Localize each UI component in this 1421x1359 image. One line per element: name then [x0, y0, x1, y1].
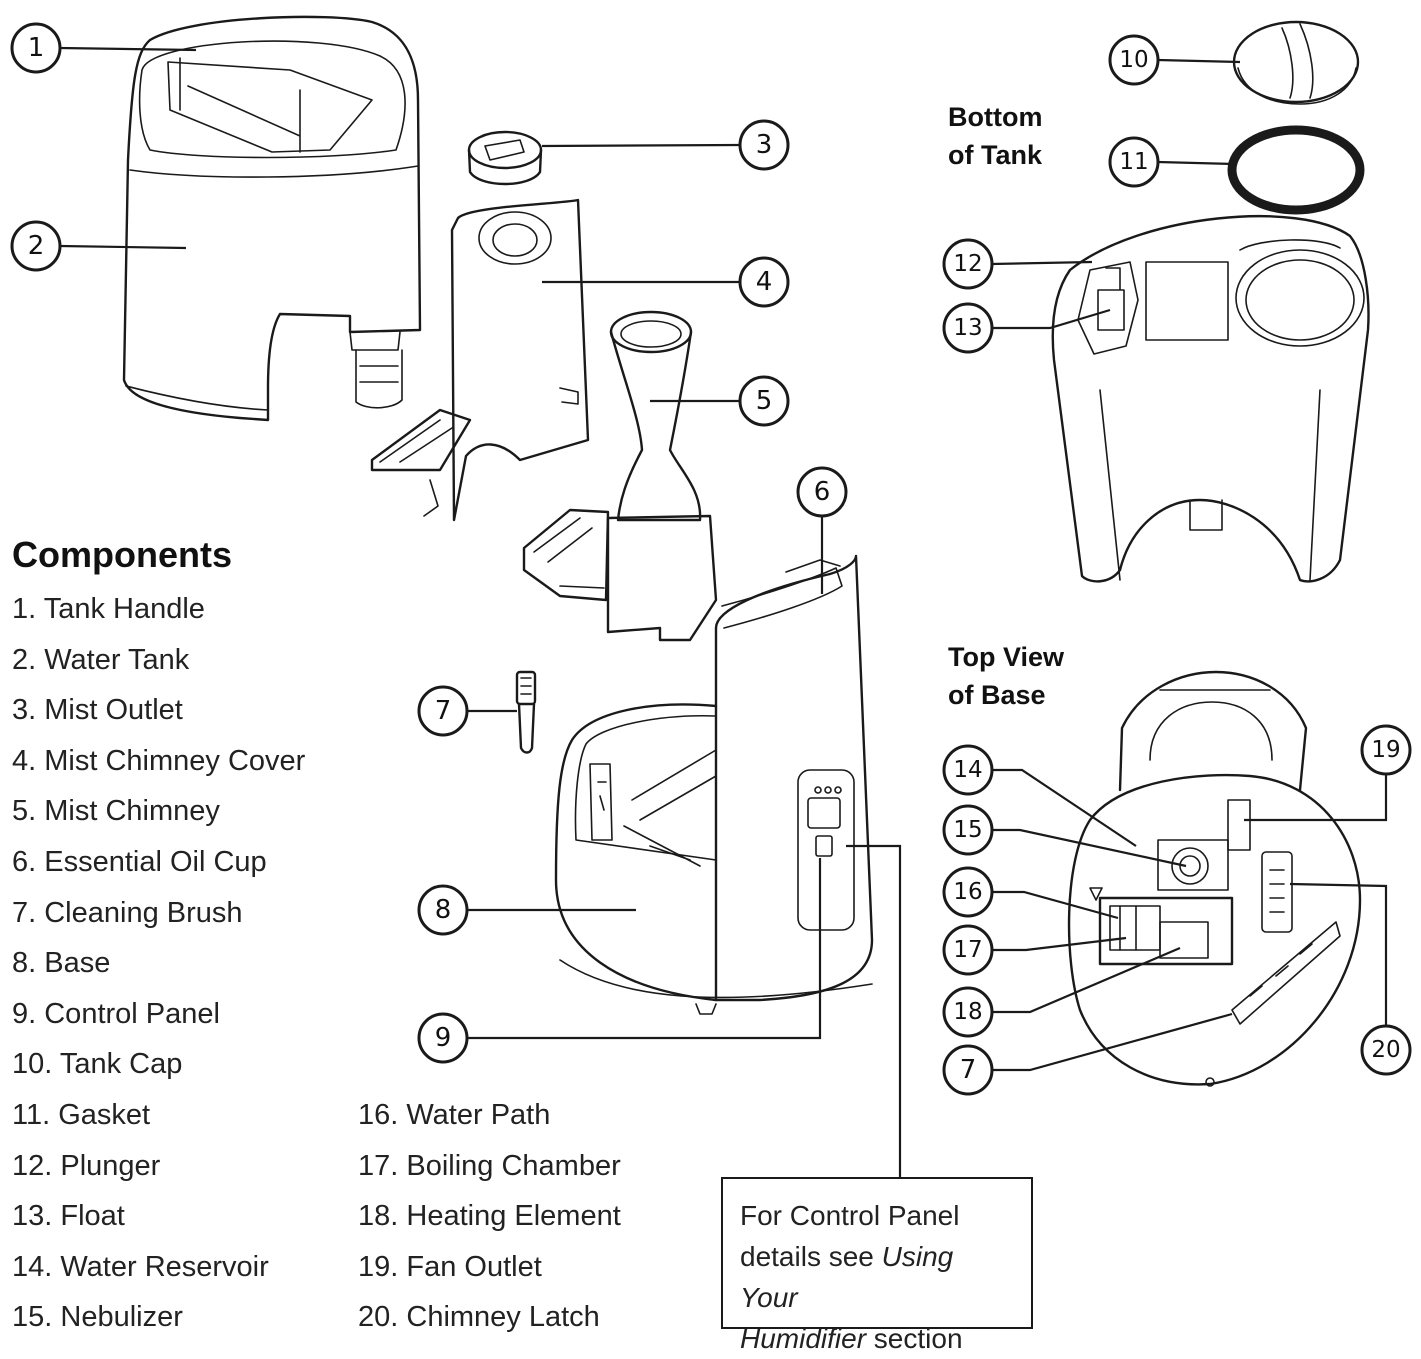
- callout-19-label: 19: [1371, 737, 1400, 763]
- component-item: 18. Heating Element: [358, 1200, 621, 1233]
- note-line1: For Control Panel: [740, 1200, 960, 1231]
- bottom-of-tank-heading: Bottom of Tank: [948, 98, 1042, 174]
- callout-12: 12: [942, 238, 994, 290]
- control-panel-note: For Control Panel details see Using Your…: [721, 1177, 1033, 1354]
- callout-10-label: 10: [1119, 47, 1148, 73]
- base-drawing: [554, 554, 874, 1015]
- note-line3: Humidifier section: [740, 1318, 1017, 1359]
- components-list-right: 16. Water Path 17. Boiling Chamber 18. H…: [358, 1090, 621, 1343]
- callout-5: 5: [738, 375, 790, 427]
- callout-15: 15: [942, 804, 994, 856]
- component-item: 15. Nebulizer: [12, 1301, 183, 1334]
- note-line3-italic: Humidifier: [740, 1323, 867, 1354]
- bottom-of-tank-heading-line2: of Tank: [948, 140, 1042, 170]
- component-item: 6. Essential Oil Cup: [12, 845, 267, 878]
- callout-16-label: 16: [953, 879, 982, 905]
- cleaning-brush-drawing: [515, 670, 537, 754]
- callout-18-label: 18: [953, 999, 982, 1025]
- component-item: 7. Cleaning Brush: [12, 896, 243, 929]
- component-item: 11. Gasket: [12, 1098, 151, 1131]
- component-item: 12. Plunger: [12, 1149, 161, 1182]
- note-line2-prefix: details see: [740, 1241, 882, 1272]
- mist-chimney-cover-drawing: [370, 198, 590, 522]
- leader-lines: [59, 46, 1388, 1177]
- component-item: 4. Mist Chimney Cover: [12, 744, 306, 777]
- water-tank-drawing: [122, 15, 422, 422]
- component-item: 3. Mist Outlet: [12, 694, 183, 727]
- component-item: 13. Float: [12, 1200, 125, 1233]
- callout-2-label: 2: [28, 231, 45, 261]
- note-line2-italic: Using Your: [740, 1241, 954, 1313]
- callout-7-top-view-label: 7: [960, 1055, 977, 1085]
- component-item: 9. Control Panel: [12, 997, 220, 1030]
- top-view-of-base-heading-line2: of Base: [948, 680, 1046, 710]
- callout-10: 10: [1108, 34, 1160, 86]
- top-view-of-base-heading: Top View of Base: [948, 638, 1064, 714]
- callout-7: 7: [417, 685, 469, 737]
- callout-9-label: 9: [435, 1023, 452, 1053]
- note-line3-suffix: section: [866, 1323, 963, 1354]
- callout-20-label: 20: [1371, 1037, 1400, 1063]
- component-item: 5. Mist Chimney: [12, 795, 220, 828]
- callout-12-label: 12: [953, 251, 982, 277]
- callout-7-label: 7: [435, 696, 452, 726]
- components-list-left: 1. Tank Handle 2. Water Tank 3. Mist Out…: [12, 584, 305, 1343]
- callout-16: 16: [942, 866, 994, 918]
- callout-1-label: 1: [28, 33, 45, 63]
- component-item: 2. Water Tank: [12, 643, 190, 676]
- component-item: 1. Tank Handle: [12, 593, 205, 625]
- callout-11-label: 11: [1119, 149, 1148, 175]
- component-item: 16. Water Path: [358, 1099, 551, 1131]
- callout-20: 20: [1360, 1024, 1412, 1076]
- callout-3-label: 3: [756, 130, 773, 160]
- callout-8-label: 8: [435, 895, 452, 925]
- callout-1: 1: [10, 22, 62, 74]
- note-line2: details see Using Your: [740, 1236, 1017, 1318]
- bottom-of-tank-drawing: [1051, 20, 1370, 583]
- callout-9: 9: [417, 1012, 469, 1064]
- callout-6: 6: [796, 466, 848, 518]
- callout-4: 4: [738, 256, 790, 308]
- callout-4-label: 4: [756, 267, 773, 297]
- top-view-of-base-drawing: [1067, 670, 1362, 1087]
- callout-13: 13: [942, 302, 994, 354]
- callout-19: 19: [1360, 724, 1412, 776]
- component-item: 17. Boiling Chamber: [358, 1149, 621, 1182]
- component-item: 10. Tank Cap: [12, 1048, 183, 1081]
- component-item: 20. Chimney Latch: [358, 1301, 600, 1334]
- callout-3: 3: [738, 119, 790, 171]
- bottom-of-tank-heading-line1: Bottom: [948, 102, 1043, 132]
- callout-14-label: 14: [953, 757, 982, 783]
- callout-13-label: 13: [953, 315, 982, 341]
- callout-18: 18: [942, 986, 994, 1038]
- component-item: 8. Base: [12, 947, 111, 980]
- callout-6-label: 6: [814, 477, 831, 507]
- callout-15-label: 15: [953, 817, 982, 843]
- top-view-of-base-heading-line1: Top View: [948, 642, 1065, 672]
- components-title: Components: [12, 534, 232, 575]
- callout-14: 14: [942, 744, 994, 796]
- mist-outlet-drawing: [467, 130, 543, 186]
- callout-2: 2: [10, 220, 62, 272]
- component-item: 14. Water Reservoir: [12, 1250, 269, 1283]
- callout-11: 11: [1108, 136, 1160, 188]
- callout-7-top-view: 7: [942, 1044, 994, 1096]
- callout-5-label: 5: [756, 386, 773, 416]
- callout-17-label: 17: [953, 937, 982, 963]
- callout-bubbles: 1 2 3 4 5 6 7 8 9 10 11 12 13 14 15 16 1…: [10, 22, 1412, 1096]
- callout-17: 17: [942, 924, 994, 976]
- mist-chimney-drawing: [522, 310, 718, 642]
- callout-8: 8: [417, 884, 469, 936]
- component-item: 19. Fan Outlet: [358, 1250, 542, 1283]
